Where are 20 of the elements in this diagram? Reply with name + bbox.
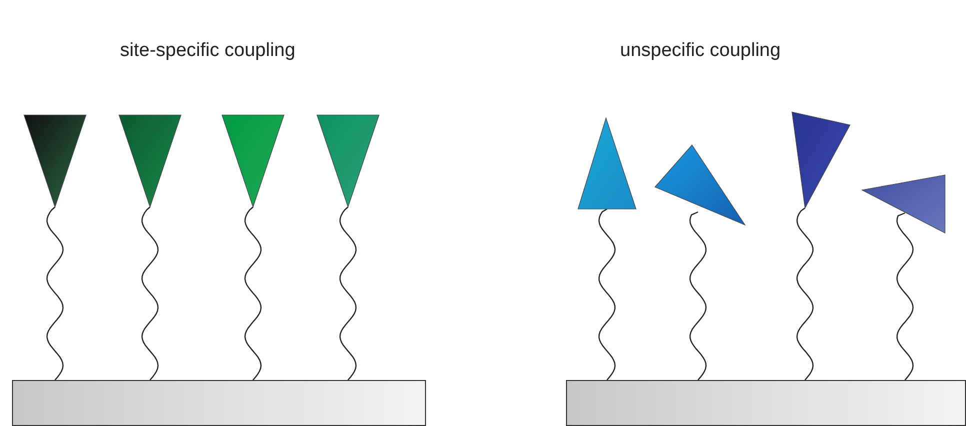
wavy-linker xyxy=(598,208,616,380)
wavy-linker xyxy=(896,212,914,380)
protein-triangle xyxy=(24,115,86,207)
wavy-linker xyxy=(339,206,357,380)
panel-heading: site-specific coupling xyxy=(120,40,296,62)
substrate-surface xyxy=(12,380,426,426)
protein-triangle xyxy=(792,112,850,208)
wavy-linker xyxy=(689,211,707,380)
substrate-surface xyxy=(566,380,966,426)
protein-triangle xyxy=(317,115,379,207)
wavy-linker xyxy=(46,206,64,380)
protein-triangle xyxy=(862,175,945,233)
protein-triangle xyxy=(655,145,745,225)
protein-triangle xyxy=(222,115,284,207)
protein-triangle xyxy=(119,115,181,207)
wavy-linker xyxy=(141,206,159,380)
wavy-linker xyxy=(796,208,814,380)
wavy-linker xyxy=(244,206,262,380)
panel-heading: unspecific coupling xyxy=(620,40,781,62)
protein-triangle xyxy=(578,118,636,209)
